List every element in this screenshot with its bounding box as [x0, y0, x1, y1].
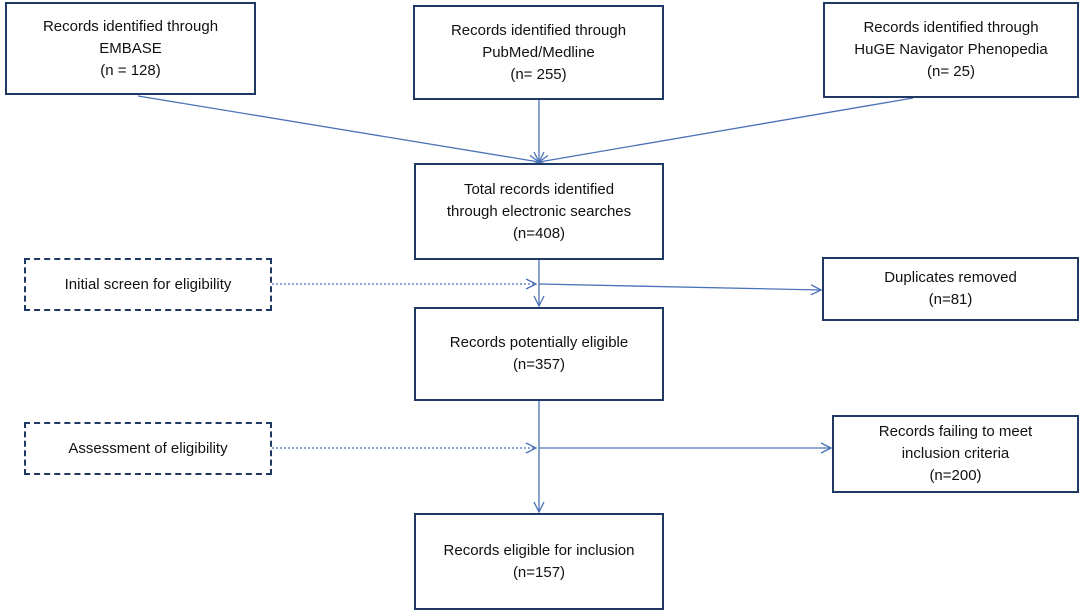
box-text-line: (n=157)	[512, 563, 566, 581]
source-box-pubmed: Records identified through PubMed/Medlin…	[413, 5, 664, 100]
arrow-embase-to-total	[137, 95, 539, 162]
total-records-box: Total records identified through electro…	[414, 163, 664, 260]
box-text-line: inclusion criteria	[901, 445, 1010, 462]
box-text-line: (n=408)	[512, 224, 566, 242]
box-text-line: (n=200)	[929, 467, 982, 484]
box-text-line: Records failing to meet	[878, 423, 1033, 440]
source-box-embase: Records identified through EMBASE (n = 1…	[5, 2, 256, 95]
box-text-line: (n= 25)	[927, 63, 975, 80]
stage-label: Initial screen for eligibility	[64, 275, 232, 293]
failing-criteria-box: Records failing to meet inclusion criter…	[832, 415, 1079, 493]
stage-box-initial-screen: Initial screen for eligibility	[24, 258, 272, 311]
arrow-huge-to-total	[539, 97, 914, 162]
box-text-line: Total records identified	[463, 180, 615, 198]
box-text-line: HuGE Navigator Phenopedia	[854, 41, 1048, 58]
potentially-eligible-box: Records potentially eligible (n=357)	[414, 307, 664, 401]
duplicates-removed-box: Duplicates removed (n=81)	[822, 257, 1079, 321]
box-text-line: through electronic searches	[446, 202, 632, 220]
box-text-line: Records identified through	[450, 21, 627, 39]
box-text-line: (n=357)	[512, 356, 566, 373]
stage-label: Assessment of eligibility	[68, 439, 228, 457]
box-text-line: (n= 255)	[510, 65, 567, 83]
source-box-huge: Records identified through HuGE Navigato…	[823, 2, 1079, 98]
stage-box-assessment: Assessment of eligibility	[24, 422, 272, 475]
box-text-line: Records potentially eligible	[449, 334, 629, 351]
box-text-line: (n = 128)	[100, 61, 161, 79]
box-text-line: Records identified through	[863, 19, 1039, 36]
box-text-line: Records identified through	[42, 17, 219, 35]
arrow-to-duplicates	[538, 283, 821, 290]
box-text-line: Duplicates removed	[884, 269, 1017, 286]
box-text-line: (n=81)	[928, 291, 973, 308]
box-text-line: PubMed/Medline	[482, 43, 595, 61]
box-text-line: Records eligible for inclusion	[443, 541, 635, 559]
eligible-inclusion-box: Records eligible for inclusion (n=157)	[414, 513, 664, 610]
box-text-line: EMBASE	[99, 39, 162, 57]
